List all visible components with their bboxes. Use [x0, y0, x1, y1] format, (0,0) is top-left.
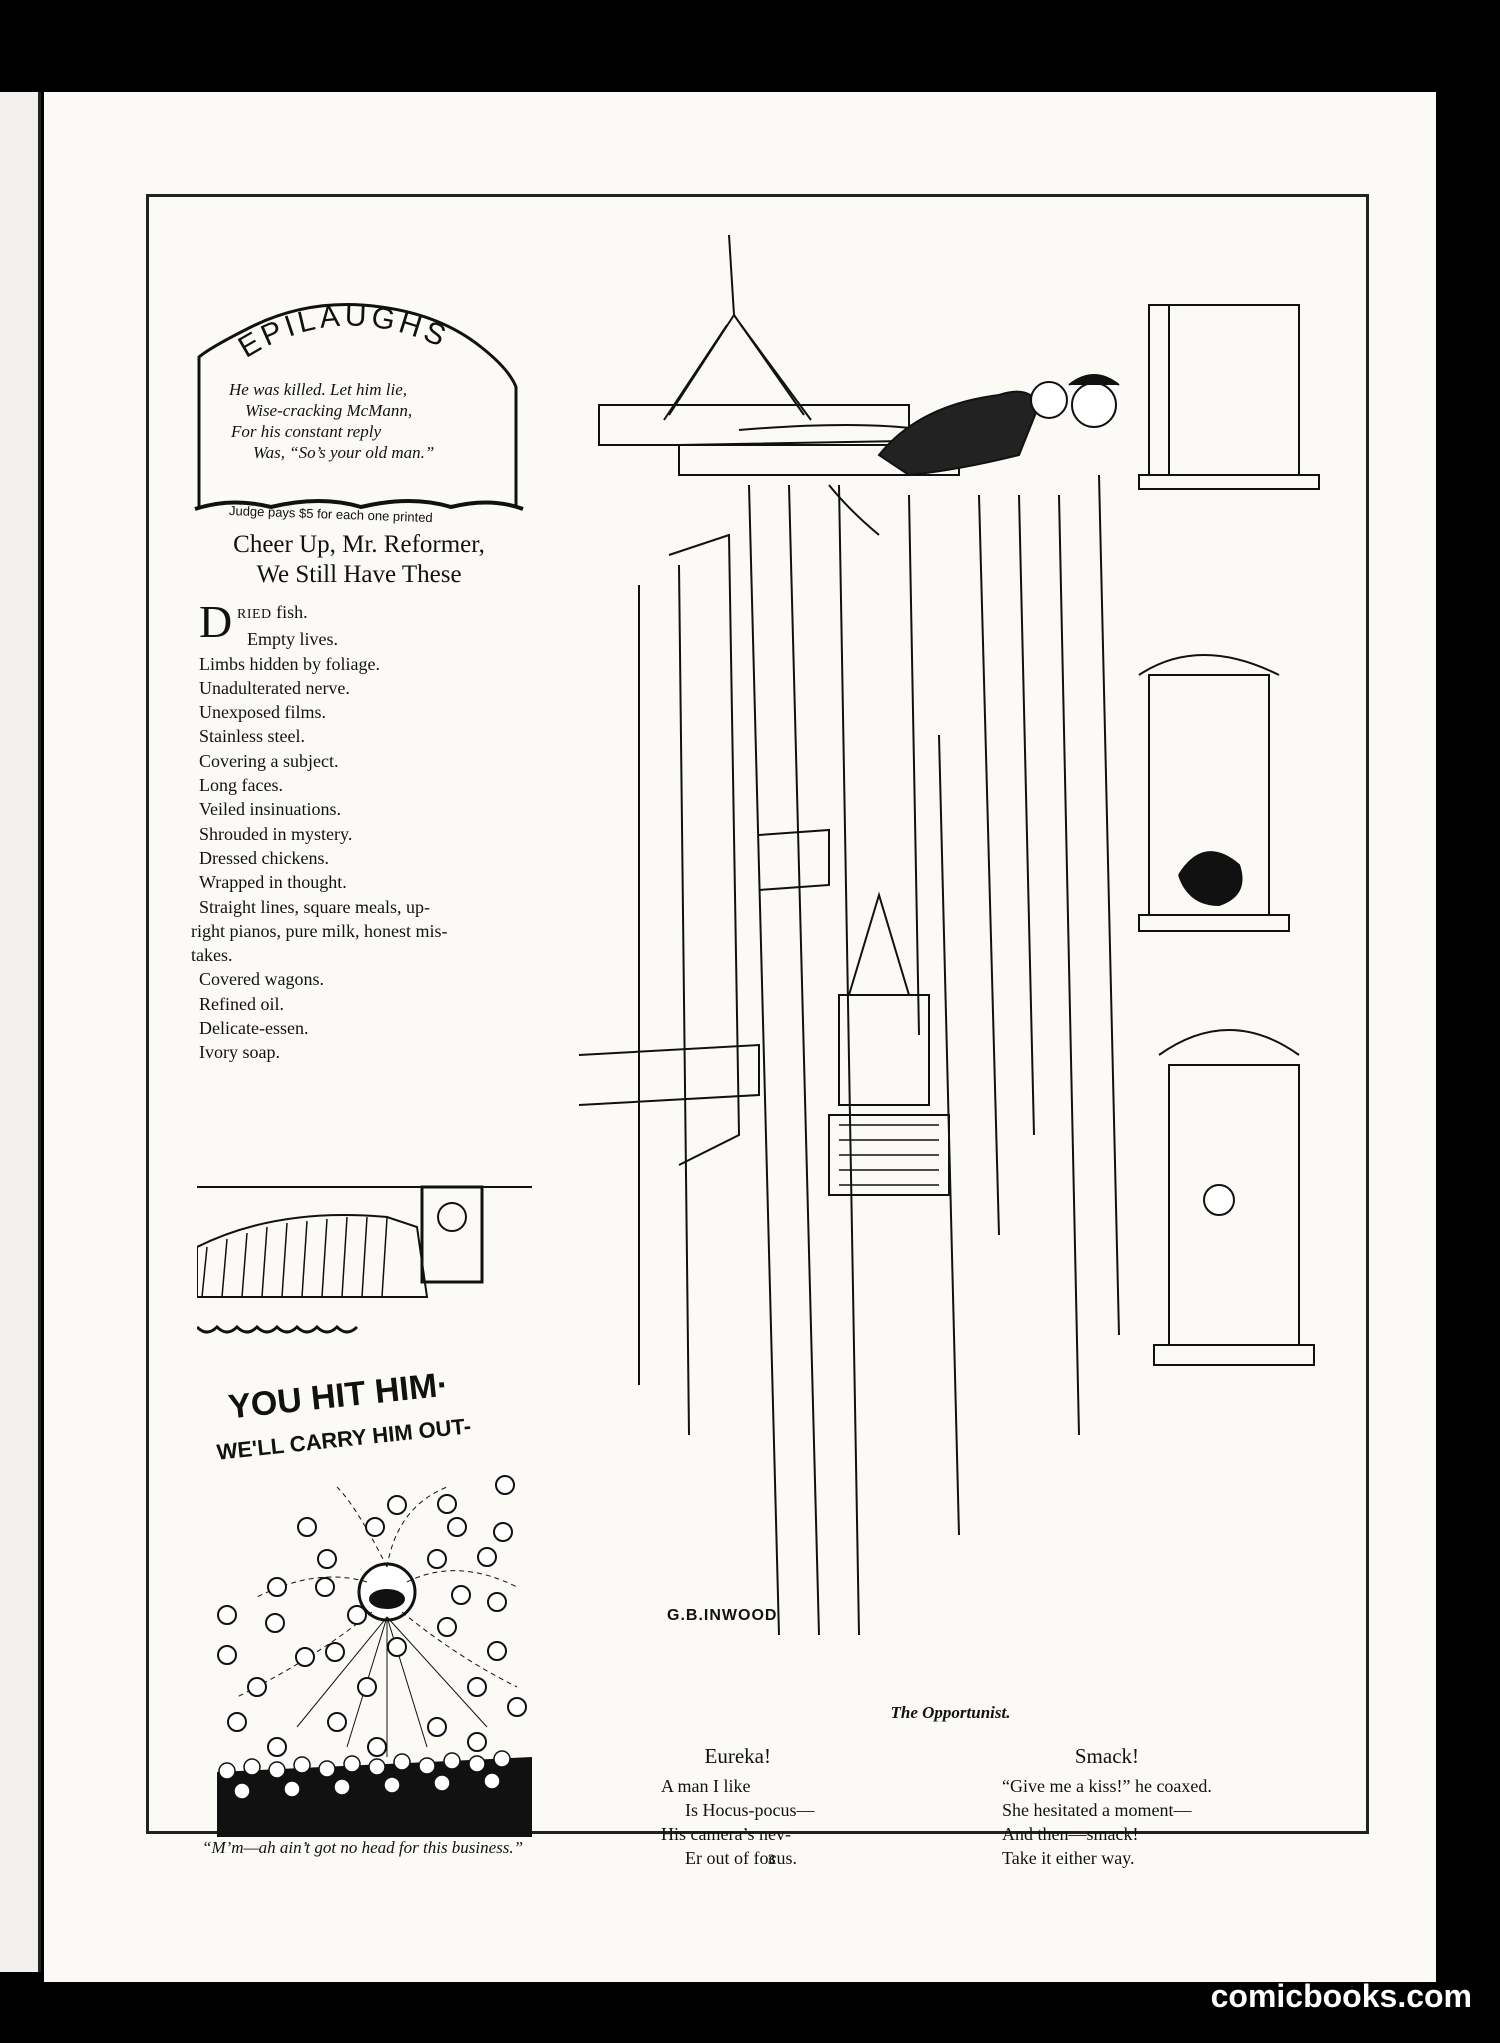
list-item: Straight lines, square meals, up- [199, 896, 430, 917]
list-item: Veiled insinuations. [199, 799, 341, 820]
headline-line-1: Cheer Up, Mr. Reformer, [233, 531, 485, 558]
list-item: takes. [191, 945, 233, 966]
list-item: Unexposed films. [199, 702, 326, 723]
epilaughs-frame-icon: EPILAUGHS [194, 299, 524, 511]
poem-line: She hesitated a moment— [1002, 1800, 1192, 1820]
list-item: Refined oil. [199, 993, 284, 1014]
first-line-caps: RIED [237, 607, 272, 622]
epilaughs-title: EPILAUGHS [233, 299, 450, 364]
list-item: Wrapped in thought. [199, 872, 347, 893]
poem-line: A man I like [661, 1776, 751, 1796]
poem-title: Eureka! [704, 1744, 771, 1768]
list-item: Stainless steel. [199, 726, 305, 747]
headline-line-2: We Still Have These [256, 561, 462, 588]
poem-line: Is Hocus-pocus— [685, 1800, 815, 1820]
list-item: Ivory soap. [199, 1042, 280, 1063]
poem-line: Er out of focus. [685, 1848, 797, 1868]
list-item: Dressed chickens. [199, 847, 329, 868]
page-frame: EPILAUGHS He was killed. Let him lie, Wi… [146, 194, 1369, 1868]
reformer-list: D RIED fish. Empty lives. Limbs hidden b… [191, 596, 539, 1065]
sign-line-1: YOU HIT HIM· [226, 1366, 450, 1427]
epilaughs-line: Wise-cracking McMann, [245, 401, 413, 420]
epilaughs-line: He was killed. Let him lie, [229, 380, 408, 399]
list-item: Long faces. [199, 775, 283, 796]
list-item: Delicate-essen. [199, 1018, 309, 1039]
epilaughs-line: Was, “So’s your old man.” [253, 443, 435, 462]
list-item: Limbs hidden by foliage. [199, 653, 380, 674]
list-item: Covering a subject. [199, 750, 339, 771]
epilaughs-poem: He was killed. Let him lie, Wise-crackin… [219, 379, 509, 463]
poem-eureka: Eureka! A man I like Is Hocus-pocus— His… [661, 1744, 814, 1870]
poem-smack: Smack! “Give me a kiss!” he coaxed. She … [1002, 1744, 1212, 1870]
watermark: comicbooks.com [1210, 1978, 1472, 2014]
list-item: Unadulterated nerve. [199, 677, 350, 698]
poem-line: His camera’s nev- [661, 1824, 791, 1844]
ball-cartoon-caption: “M’m—ah ain’t got no head for this busin… [202, 1838, 524, 1857]
list-item: Empty lives. [247, 629, 338, 650]
first-line-rest: fish. [271, 602, 308, 622]
list-item: Covered wagons. [199, 969, 324, 990]
list-item: Shrouded in mystery. [199, 823, 353, 844]
dropcap: D [199, 596, 233, 647]
poem-title: Smack! [1074, 1744, 1140, 1768]
poem-line: “Give me a kiss!” he coaxed. [1002, 1776, 1212, 1796]
ball-cartoon-illustration: YOU HIT HIM· WE'LL CARRY HIM OUT- [197, 1185, 532, 1837]
epilaughs-box: EPILAUGHS He was killed. Let him lie, Wi… [191, 257, 526, 525]
svg-text:EPILAUGHS: EPILAUGHS [233, 299, 454, 364]
main-cartoon-illustration [579, 235, 1320, 1636]
page-number: 3 [768, 1852, 776, 1868]
poem-line: And then—smack! [1002, 1824, 1139, 1844]
poem-line: Take it either way. [1002, 1848, 1135, 1868]
main-cartoon-caption: The Opportunist. [890, 1703, 1011, 1722]
artist-signature: G.B.INWOOD [667, 1607, 778, 1624]
left-page-edge [0, 92, 41, 1972]
epilaughs-line: For his constant reply [231, 422, 381, 441]
magazine-page: EPILAUGHS He was killed. Let him lie, Wi… [44, 92, 1436, 1982]
reformer-headline: Cheer Up, Mr. Reformer, We Still Have Th… [179, 530, 539, 590]
list-item: right pianos, pure milk, honest mis- [191, 920, 448, 941]
